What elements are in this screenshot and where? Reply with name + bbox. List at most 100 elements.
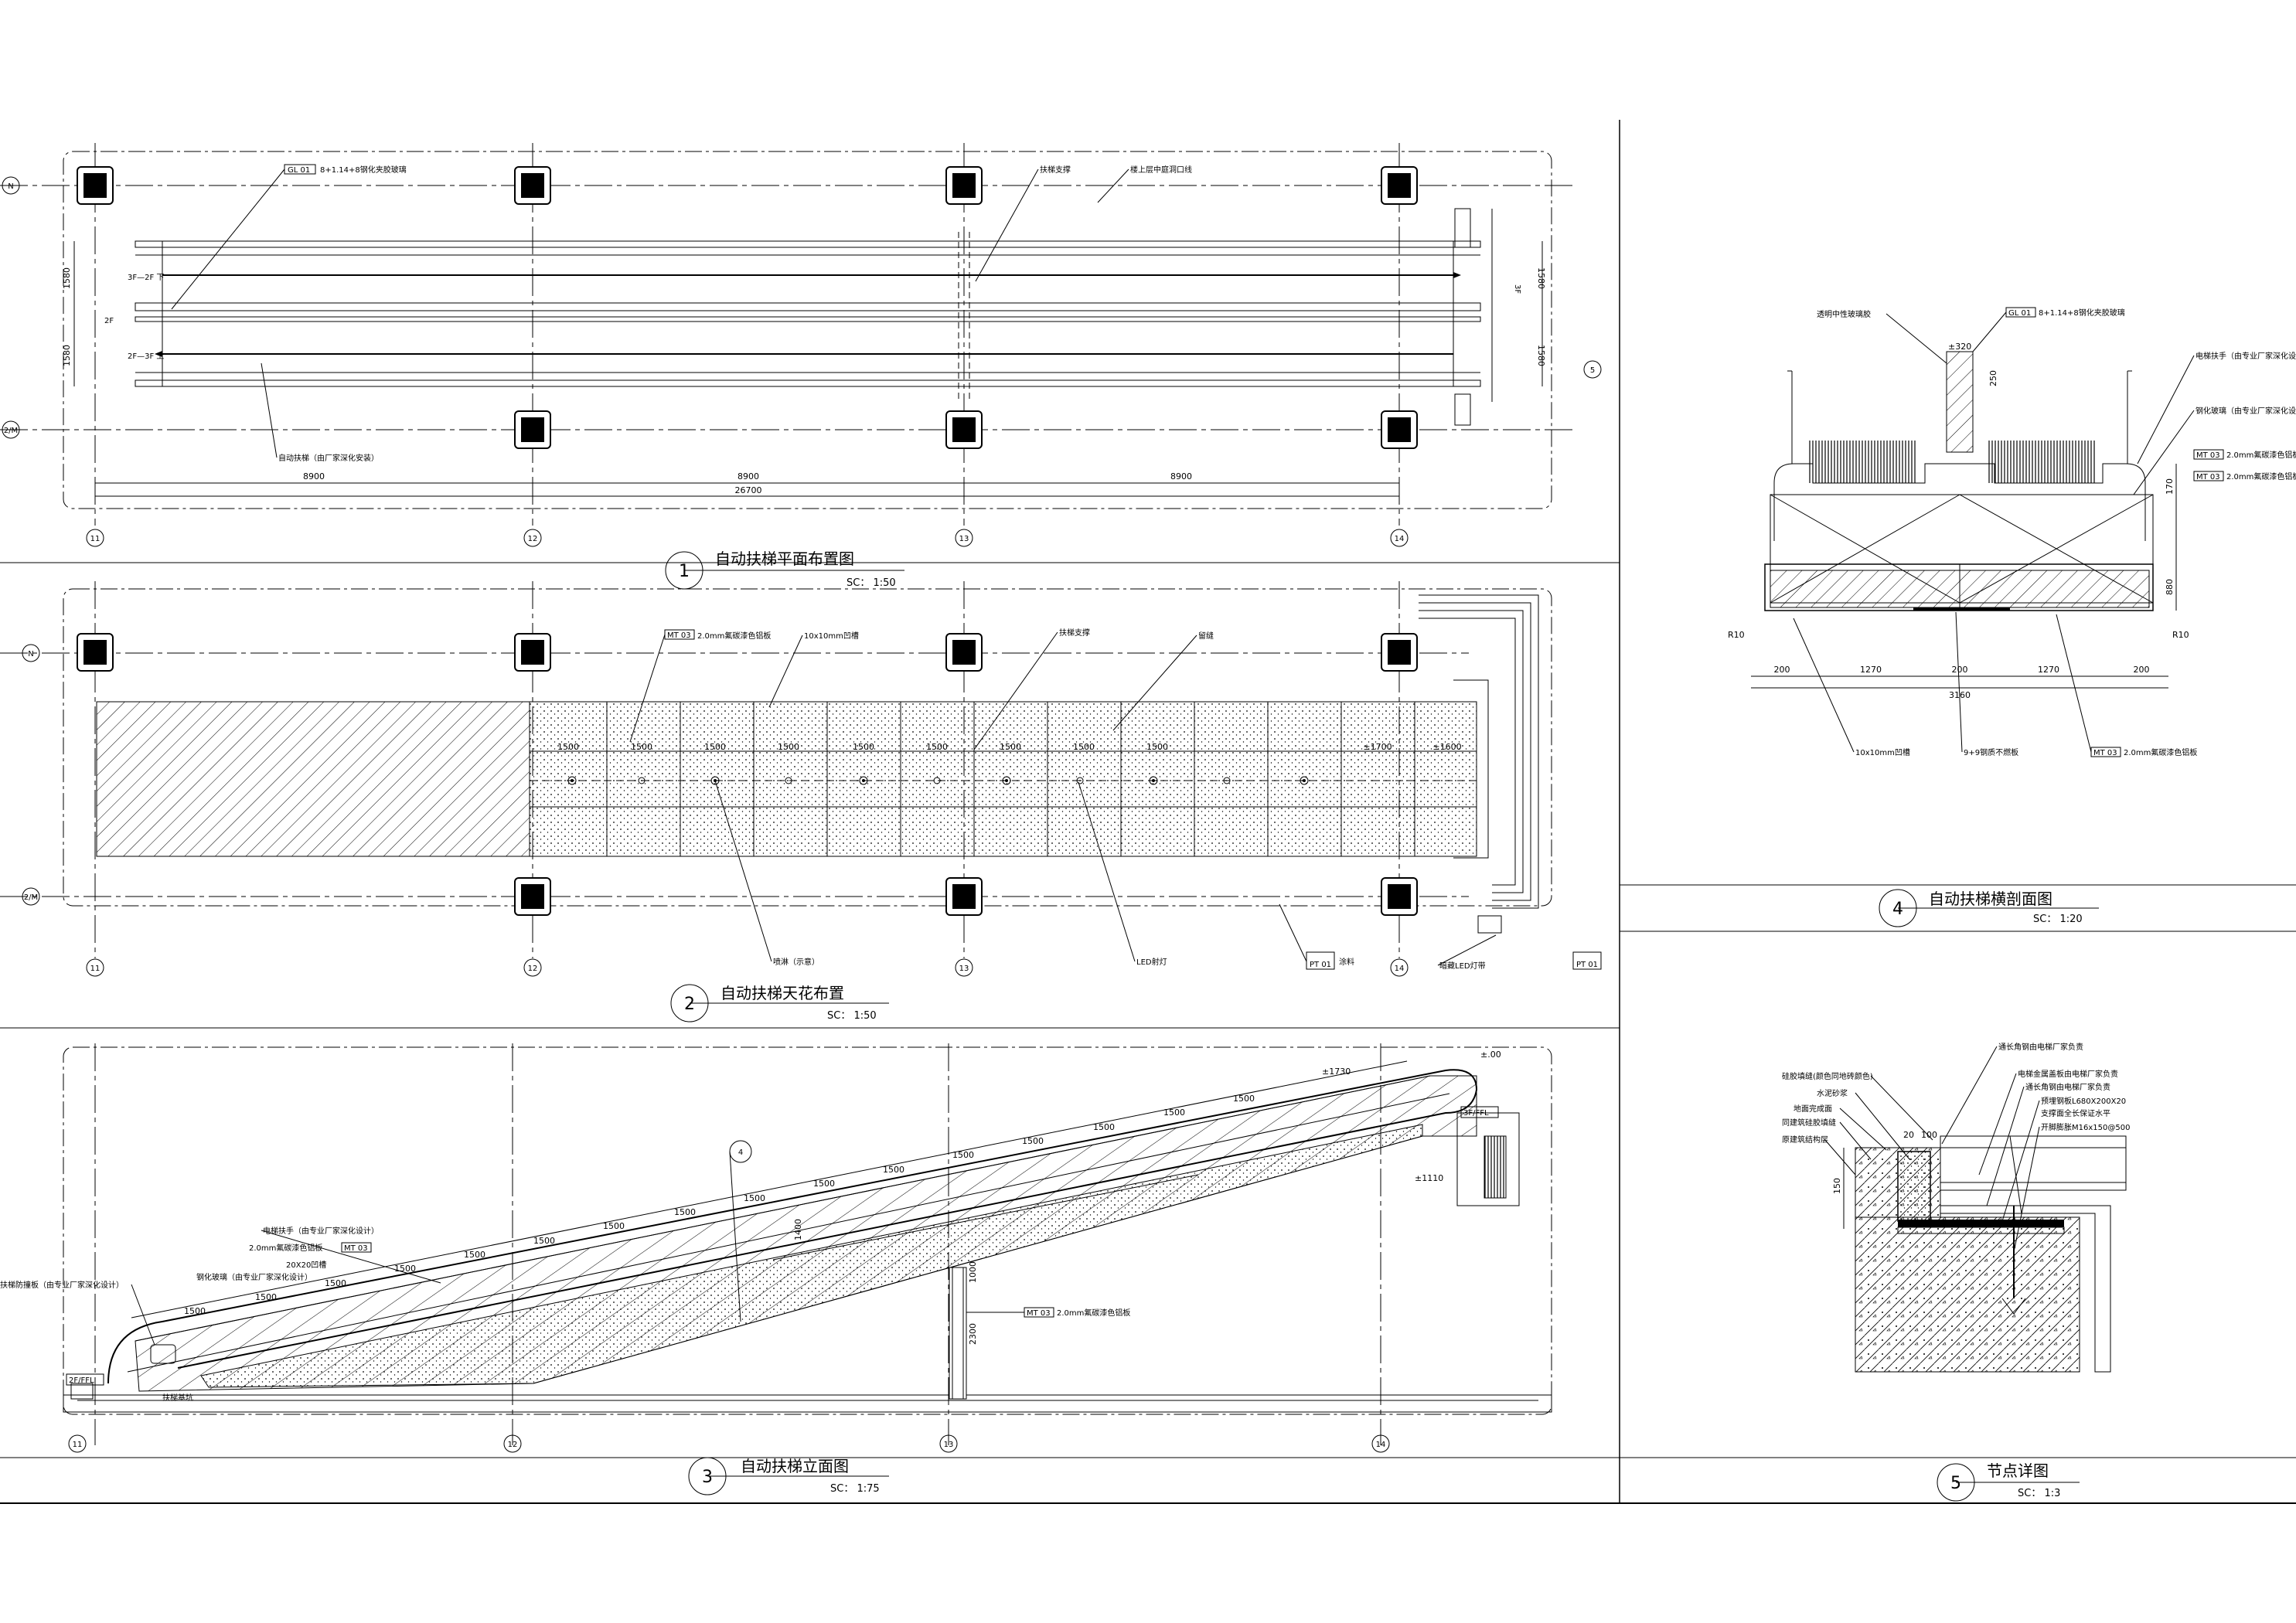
elev-dim-top: ±1730 — [1322, 1067, 1351, 1077]
elev-step: 1500 — [325, 1278, 346, 1288]
sect-r-left: R10 — [1728, 630, 1745, 640]
view-title-section: 自动扶梯横剖面图 — [1929, 890, 2052, 908]
sect-dim: 200 — [1952, 665, 1968, 675]
plan-annotations: GL 01 8+1.14+8钢化夹胶玻璃 扶梯支撑 楼上层中庭洞口线 3F—2F… — [104, 164, 1521, 463]
elev-step: 1500 — [1093, 1122, 1115, 1132]
sect-tag-gl: GL 01 — [2008, 309, 2031, 318]
sect-tag-mt-1: MT 03 — [2196, 451, 2220, 460]
view-title-2: 2 自动扶梯天花布置 SC： 1:50 — [670, 984, 889, 1022]
elev-dim-side: ±1110 — [1415, 1173, 1443, 1183]
elev-column-tag: MT 03 — [1027, 1309, 1051, 1318]
sect-dim-170: 170 — [2165, 478, 2175, 495]
ceiling-span: 1500 — [631, 742, 652, 752]
ceiling-led-note: LED射灯 — [1136, 958, 1167, 967]
detail-note-7: 通长角钢由电梯厂家负责 — [2025, 1082, 2110, 1092]
ceiling-groove-note: 10x10mm凹槽 — [804, 631, 859, 641]
sect-side-glass-note: 钢化玻璃（由专业厂家深化设计） — [2196, 406, 2296, 416]
elev-step: 1500 — [744, 1193, 765, 1203]
ceiling-span: 1500 — [1146, 742, 1168, 752]
ceiling-columns — [77, 633, 1418, 916]
detail-note-5: 原建筑结构层 — [1782, 1135, 1828, 1145]
svg-text:13: 13 — [944, 1441, 954, 1449]
sect-glass-note: 8+1.14+8钢化夹胶玻璃 — [2039, 308, 2125, 318]
svg-text:5: 5 — [1950, 1474, 1961, 1493]
sect-sealant-note: 透明中性玻璃胶 — [1817, 309, 1871, 319]
sect-panel-note-1: 2.0mm氟碳漆色铝板 — [2226, 450, 2296, 460]
plan-escalator-note: 自动扶梯（由厂家深化安装） — [278, 453, 379, 463]
sheet-frame — [0, 120, 2296, 1504]
elev-step: 1500 — [533, 1236, 555, 1246]
dim-span-2: 8900 — [738, 471, 759, 481]
grid-row-n: N — [8, 182, 13, 191]
svg-text:14: 14 — [1395, 965, 1405, 973]
grid-row-5: 5 — [1590, 366, 1595, 375]
plan-support-note: 扶梯支撑 — [1040, 165, 1071, 175]
elevation-annotations: 4 电梯扶手（由专业厂家深化设计） 2.0mm氟碳漆色铝板 MT 03 20X2… — [0, 1140, 1130, 1403]
ceiling-span: 1500 — [778, 742, 799, 752]
sect-dim: 200 — [2134, 665, 2150, 675]
svg-text:12: 12 — [508, 1441, 518, 1449]
elev-groove-note: 20X20凹槽 — [286, 1260, 326, 1270]
view-ceiling: 1500 1500 1500 1500 1500 1500 1500 1500 … — [0, 581, 1602, 1022]
svg-text:2: 2 — [684, 995, 695, 1014]
section-dimensions: 200 1270 200 1270 200 3160 R10 R10 ±320 … — [1728, 342, 2189, 700]
elev-step: 1500 — [184, 1306, 206, 1316]
elev-side-note: 扶梯防撞板（由专业厂家深化设计） — [0, 1280, 124, 1290]
elev-step: 1500 — [1163, 1108, 1185, 1118]
column-markers — [77, 166, 1418, 449]
plan-dimensions: 8900 8900 8900 26700 1580 1580 1580 1580 — [62, 241, 1546, 497]
led-strip-outline — [1419, 594, 1539, 934]
dim-left-1: 1580 — [62, 267, 72, 289]
grid-col-12: 12 — [528, 535, 538, 543]
view-scale-ceiling: SC： 1:50 — [827, 1010, 877, 1022]
ceiling-lights — [567, 776, 1309, 785]
detail-note-3: 地面完成面 — [1794, 1104, 1832, 1114]
plan-grid-bubbles: N 2/M 5 11 12 13 14 — [2, 176, 1602, 547]
plan-tag-gl: GL 01 — [288, 166, 310, 175]
dim-span-1: 8900 — [303, 471, 325, 481]
ceiling-tag-mt: MT 03 — [667, 631, 691, 640]
detail-dim-20: 20 — [1903, 1130, 1914, 1140]
view-scale-plan: SC： 1:50 — [847, 577, 896, 589]
svg-text:14: 14 — [1376, 1441, 1386, 1449]
view-title-1: 1 自动扶梯平面布置图 SC： 1:50 — [665, 550, 904, 590]
elev-level-bot: 2F/FFL — [69, 1376, 94, 1385]
view-scale-section: SC： 1:20 — [2033, 914, 2083, 925]
sect-dim: 1270 — [2038, 665, 2059, 675]
elev-step: 1500 — [952, 1150, 974, 1160]
ceiling-span: 1500 — [926, 742, 948, 752]
ceiling-sprinkler-note: 喷淋（示意） — [773, 957, 819, 967]
view-section: 200 1270 200 1270 200 3160 R10 R10 ±320 … — [1728, 307, 2296, 927]
svg-text:13: 13 — [959, 965, 969, 973]
elevation-step-dims: 1500 1500 1500 1500 1500 1500 1500 1500 … — [66, 1050, 1501, 1386]
detail-annotations: 通长角钢由电梯厂家负责 硅胶填缝(颜色同地砖颜色) 水泥砂浆 地面完成面 同建筑… — [1782, 1042, 2130, 1253]
plan-arrow-down: 3F—2F 下 — [128, 274, 164, 282]
ceiling-span: 1500 — [1073, 742, 1095, 752]
ceiling-span: 1500 — [704, 742, 726, 752]
section-annotations: 透明中性玻璃胶 GL 01 8+1.14+8钢化夹胶玻璃 电梯扶手（由专业厂家深… — [1793, 307, 2296, 757]
ceiling-seam-note: 留缝 — [1198, 631, 1214, 641]
view-scale-detail: SC： 1:3 — [2018, 1488, 2060, 1499]
elev-dim-rise: 1400 — [793, 1219, 803, 1240]
ceiling-span: 1500 — [853, 742, 874, 752]
view-title-detail: 节点详图 — [1987, 1461, 2049, 1480]
detail-note-6: 电梯金属盖板由电梯厂家负责 — [2018, 1069, 2118, 1079]
plan-glass-note: 8+1.14+8钢化夹胶玻璃 — [320, 165, 407, 175]
grid-col-14: 14 — [1395, 535, 1405, 543]
elev-dim-small: 1000 — [968, 1261, 978, 1283]
elev-panel-note: 2.0mm氟碳漆色铝板 — [249, 1243, 322, 1253]
ceiling-grid-bubbles: N 2/M 11 12 13 14 — [22, 644, 1409, 977]
plan-floor-2f: 2F — [104, 317, 114, 325]
sect-r-right: R10 — [2172, 630, 2189, 640]
ceiling-paint-tag-a: PT 01 — [1310, 961, 1331, 969]
detail-note-9: 支撑面全长保证水平 — [2041, 1108, 2110, 1118]
sect-tag-mt-2: MT 03 — [2196, 473, 2220, 481]
ceiling-panel-lines — [530, 702, 1477, 856]
view-title-3: 3 自动扶梯立面图 SC： 1:75 — [688, 1457, 889, 1495]
detail-note-1: 硅胶填缝(颜色同地砖颜色) — [1782, 1071, 1873, 1081]
svg-text:3: 3 — [702, 1468, 713, 1487]
view-scale-elevation: SC： 1:75 — [830, 1483, 880, 1495]
grid-col-13: 13 — [959, 535, 969, 543]
sect-dim-880: 880 — [2165, 579, 2175, 595]
